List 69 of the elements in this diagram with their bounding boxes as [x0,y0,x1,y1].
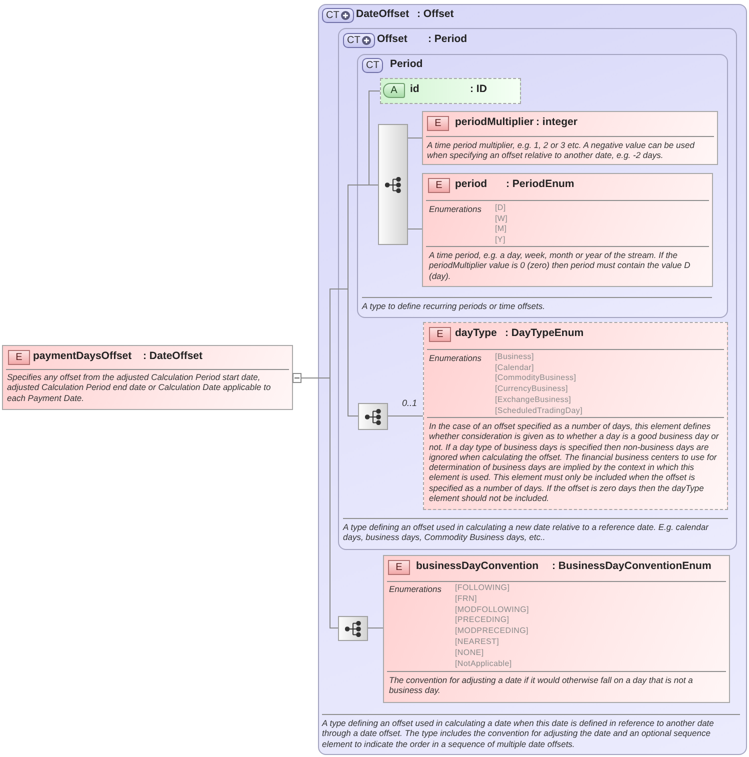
enumeration-value: [PRECEDING] [455,615,510,626]
enumeration-value: [ExchangeBusiness] [495,394,572,405]
enumeration-value: [Business] [495,352,534,362]
connector-line [408,228,422,230]
element-panel [422,173,713,287]
enumerations-label: Enumerations [429,353,482,363]
element-name: businessDayConvention [416,559,539,573]
type-name: : BusinessDayConventionEnum [552,559,712,573]
element-name: dayType [455,326,497,340]
element-name: periodMultiplier [455,115,534,129]
enumeration-value: [FRN] [455,594,477,604]
complex-type-panel [318,4,747,755]
element-badge: E [8,350,30,365]
element-panel [2,345,293,410]
type-name: : ID [470,82,487,96]
element-badge: E [427,116,449,131]
enumerations-label: Enumerations [389,584,442,594]
enumeration-value: [MODPRECEDING] [455,626,528,636]
enumeration-value: [NotApplicable] [455,658,512,669]
complex-type-name: Period [390,57,423,71]
element-name: period [455,177,488,191]
enumeration-value: [NEAREST] [455,637,500,647]
element-badge: E [429,327,451,342]
attribute-badge: A [383,83,405,98]
enumeration-value: [CommodityBusiness] [495,373,576,384]
enumeration-value: [Y] [495,234,506,244]
description-text: A type defining an offset used in calculating a date when this date is defined in reference to another date through a date offset. The type includes the convention for adjusting the date and an optional sequence element to indicate the order in a sequence of multiple date offsets. [322,718,715,749]
sequence-box [358,403,388,430]
type-kind-label: CT [347,34,360,47]
enumeration-value: [M] [495,224,507,234]
type-name: : DayTypeEnum [505,326,584,340]
description-text: A type to define recurring periods or time offsets. [362,301,546,312]
complex-type-badge: CT [362,58,384,73]
complex-type-panel [338,28,737,550]
enumeration-value: [MODFOLLOWING] [455,604,529,615]
type-name: : PeriodEnum [506,177,574,191]
enumeration-value: [W] [495,214,508,224]
description-text: A type defining an offset used in calculating a new date relative to a reference date. E.g. calendar days, business days, Commodity Business days, etc.. [343,522,710,543]
element-badge: E [428,178,450,193]
attribute-name: id [410,82,420,96]
element-panel [383,555,730,703]
description-text: The convention for adjusting a date if it would otherwise fall on a day that is not a business day. [389,675,694,696]
type-name: : integer [536,115,578,129]
type-kind-label: CT [326,9,340,22]
enumeration-value: [D] [495,203,506,213]
attribute-panel [380,78,521,104]
enumeration-value: [CurrencyBusiness] [495,384,568,394]
enumeration-value: [NONE] [455,648,484,658]
enumeration-value: [ScheduledTradingDay] [495,406,583,416]
base-type-name: : Offset [417,7,454,21]
complex-type-name: Offset [377,32,408,46]
cardinality-label: 0..1 [402,398,418,409]
complex-type-name: DateOffset [356,7,410,21]
complex-type-panel [357,54,728,318]
enumeration-value: [FOLLOWING] [455,583,510,593]
base-type-name: : Period [428,32,468,46]
description-text: Specifies any offset from the adjusted Calculation Period start date, adjusted Calculation Period end date or Calculation Date applicable to each Payment Date. [7,372,272,403]
element-badge: E [388,560,410,575]
element-name: paymentDaysOffset [33,349,132,363]
description-text: A time period, e.g. a day, week, month or year of the stream. If the periodMultiplier value is 0 (zero) then period must contain the value D (day). [429,250,692,281]
element-panel [422,111,718,165]
description-text: A time period multiplier, e.g. 1, 2 or 3 etc. A negative value can be used when specifying an offset relative to another date, e.g. -2 days. [427,140,696,161]
description-text: In the case of an offset specified as a number of days, this element defines whether consideration is given as to whether a day is a good business day or not. If a day type of business days is specified then non-business days are ignored when calculating the offset. The financial business centers to use for determination of business days are implied by the context in which this element is used. This element must only be included when the offset is specified as a number of days. If the offset is zero days then the dayType element should not be included. [429,421,720,504]
type-name: : DateOffset [143,349,203,363]
sequence-box [378,124,408,245]
enumerations-label: Enumerations [429,204,482,214]
sequence-box [338,616,368,641]
enumeration-value: [Calendar] [495,362,534,373]
element-panel [423,322,728,510]
